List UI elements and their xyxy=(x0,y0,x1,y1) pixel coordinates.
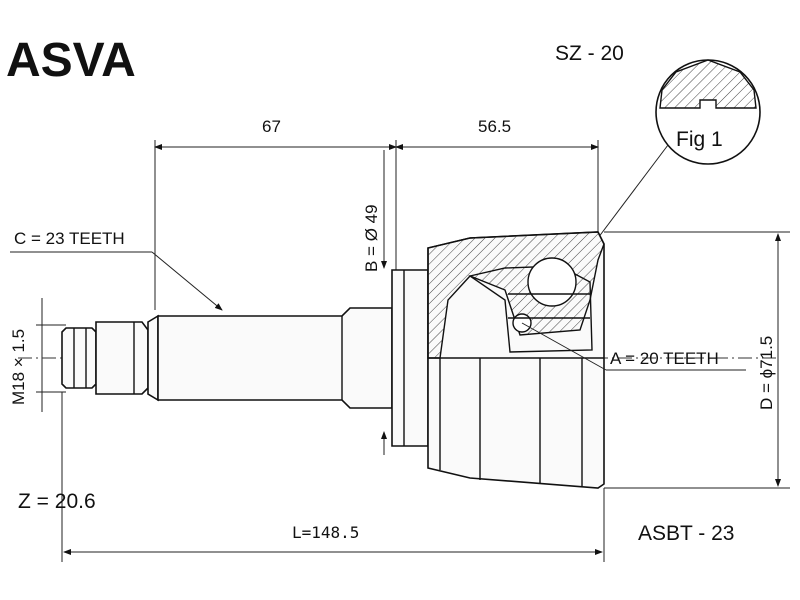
b-diameter-label: B = Ø 49 xyxy=(362,204,381,272)
a-teeth-callout: A = 20 TEETH xyxy=(521,322,746,371)
shaft-collar xyxy=(391,269,429,447)
b-diameter-dimension: B = Ø 49 xyxy=(362,150,387,455)
overall-length-label: L=148.5 xyxy=(292,523,359,542)
a-teeth-label: A = 20 TEETH xyxy=(610,349,719,368)
c-teeth-callout: C = 23 TEETH xyxy=(10,229,223,311)
boot-reference: ASBT - 23 xyxy=(638,522,735,545)
c-teeth-label: C = 23 TEETH xyxy=(14,229,125,248)
brand-logo: ASVA xyxy=(6,34,136,87)
threaded-end xyxy=(61,327,97,389)
dimension-56-5-label: 56.5 xyxy=(478,117,511,136)
d-diameter-label: D = ϕ71.5 xyxy=(757,336,776,410)
thread-label: M18 × 1.5 xyxy=(9,329,28,405)
part-number: SZ - 20 xyxy=(555,42,624,65)
fig-1-hatched-section xyxy=(659,59,757,109)
thread-dimension: M18 × 1.5 xyxy=(9,298,66,412)
fig-1-leader-line xyxy=(597,144,669,239)
overall-length-dimension: L=148.5 xyxy=(61,392,605,562)
z-value: Z = 20.6 xyxy=(18,490,96,513)
dimension-67-label: 67 xyxy=(262,117,281,136)
thread-section xyxy=(95,321,149,395)
ball-bearing xyxy=(527,257,577,307)
fig-1-detail: Fig 1 xyxy=(597,59,761,239)
d-diameter-dimension: D = ϕ71.5 xyxy=(604,231,790,489)
cv-joint-body xyxy=(18,231,780,489)
inner-race xyxy=(468,265,593,353)
splined-shaft xyxy=(157,307,393,409)
top-dimensions: 67 56.5 xyxy=(154,117,599,310)
fig-1-label: Fig 1 xyxy=(676,128,723,151)
